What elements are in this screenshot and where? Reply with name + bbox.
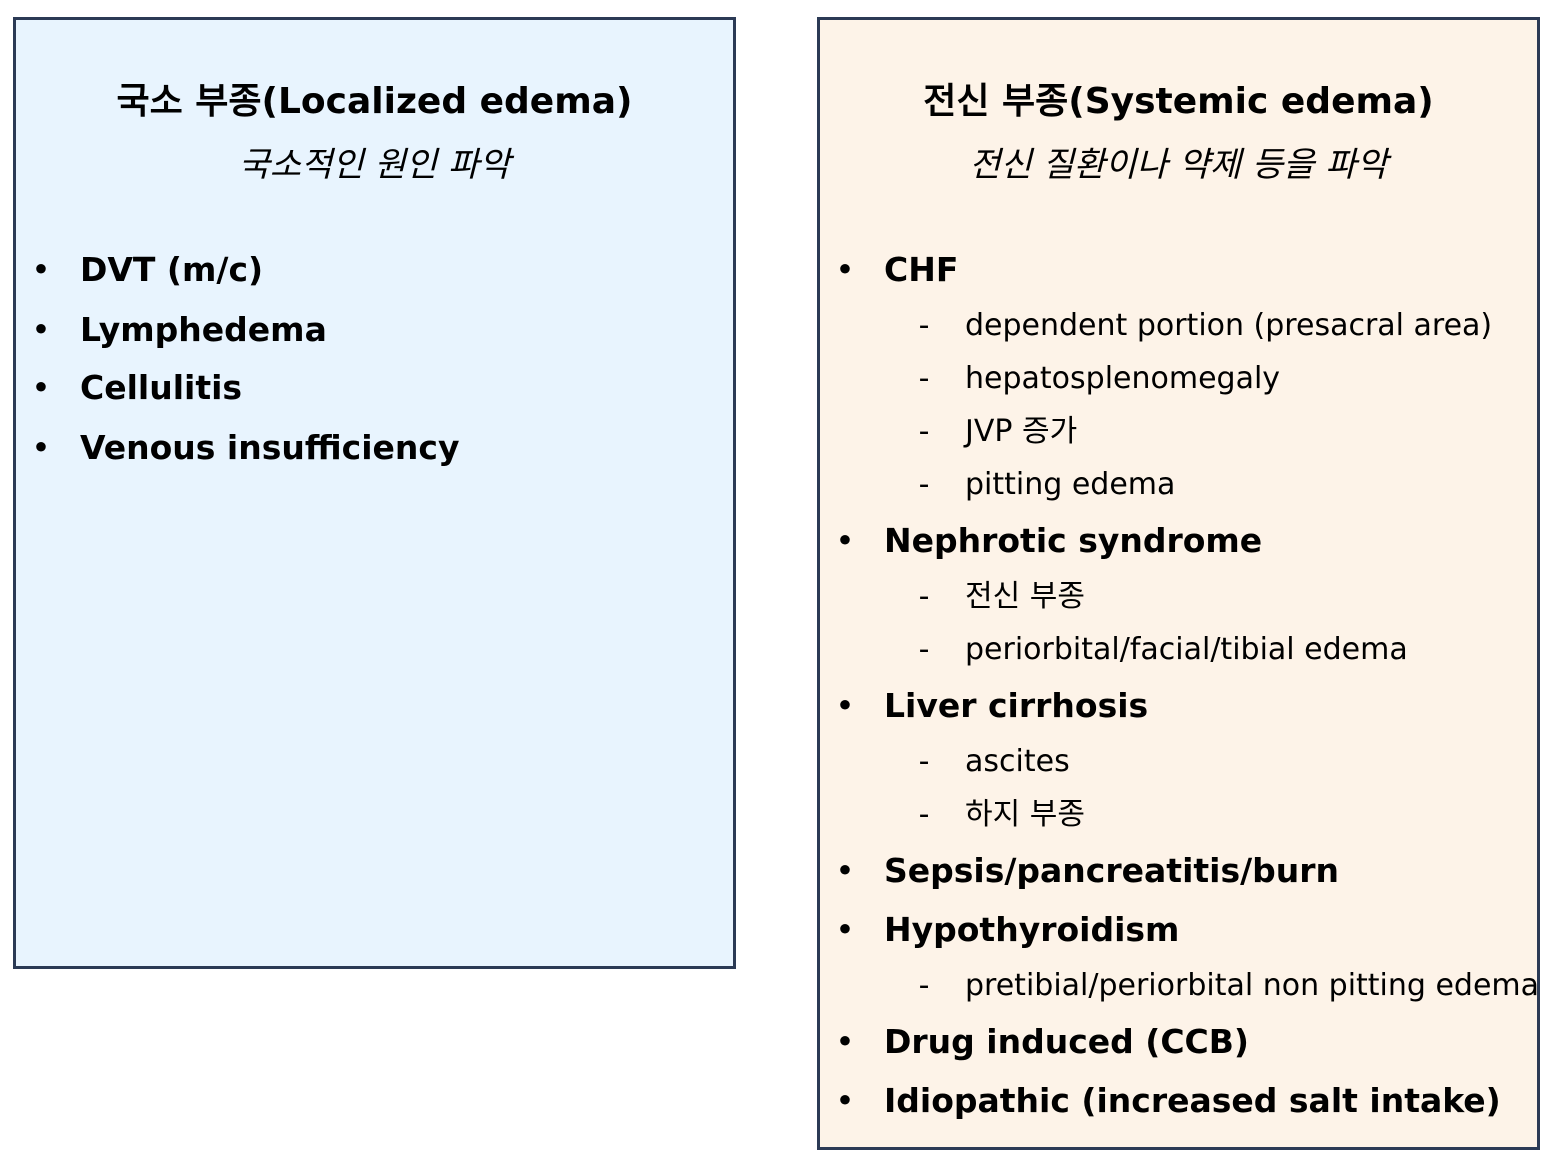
- systemic-edema-subtitle: 전신 질환이나 약제 등을 파악: [969, 145, 1388, 185]
- sub-list-item-label: pitting edema: [965, 467, 1176, 502]
- dash-icon: -: [918, 308, 930, 343]
- systemic-edema-title: 전신 부종(Systemic edema): [923, 81, 1434, 122]
- systemic-edema-panel: 전신 부종(Systemic edema) 전신 질환이나 약제 등을 파악 •…: [817, 17, 1540, 1150]
- bullet-icon: •: [835, 686, 855, 725]
- dash-icon: -: [918, 632, 930, 667]
- sub-list-item-label: pretibial/periorbital non pitting edema: [965, 968, 1540, 1003]
- sub-list-item-label: hepatosplenomegaly: [965, 361, 1281, 396]
- sub-list-item-label: dependent portion (presacral area): [965, 308, 1493, 343]
- sub-list-item-label: 하지 부종: [965, 797, 1085, 832]
- bullet-icon: •: [31, 250, 51, 289]
- list-item-label: Liver cirrhosis: [884, 686, 1149, 725]
- list-item-label: Idiopathic (increased salt intake): [884, 1081, 1501, 1120]
- dash-icon: -: [918, 968, 930, 1003]
- list-item-label: DVT (m/c): [80, 250, 264, 289]
- dash-icon: -: [918, 361, 930, 396]
- dash-icon: -: [918, 797, 930, 832]
- bullet-icon: •: [31, 368, 51, 407]
- list-item-label: Sepsis/pancreatitis/burn: [884, 851, 1340, 890]
- list-item-label: CHF: [884, 250, 959, 289]
- dash-icon: -: [918, 467, 930, 502]
- bullet-icon: •: [31, 428, 51, 467]
- sub-list-item-label: ascites: [965, 744, 1070, 779]
- list-item-label: Cellulitis: [80, 368, 243, 407]
- bullet-icon: •: [835, 1081, 855, 1120]
- localized-edema-title: 국소 부종(Localized edema): [116, 81, 633, 122]
- list-item-label: Lymphedema: [80, 310, 327, 349]
- sub-list-item-label: JVP 증가: [965, 414, 1078, 449]
- localized-edema-subtitle: 국소적인 원인 파악: [238, 145, 511, 185]
- dash-icon: -: [918, 579, 930, 614]
- bullet-icon: •: [835, 910, 855, 949]
- localized-edema-panel: 국소 부종(Localized edema) 국소적인 원인 파악 • DVT (…: [13, 17, 736, 969]
- list-item-label: Venous insufficiency: [80, 428, 460, 467]
- bullet-icon: •: [31, 310, 51, 349]
- dash-icon: -: [918, 414, 930, 449]
- list-item-label: Nephrotic syndrome: [884, 521, 1263, 560]
- sub-list-item-label: 전신 부종: [965, 579, 1085, 614]
- sub-list-item-label: periorbital/facial/tibial edema: [965, 632, 1408, 667]
- bullet-icon: •: [835, 521, 855, 560]
- bullet-icon: •: [835, 851, 855, 890]
- dash-icon: -: [918, 744, 930, 779]
- list-item-label: Hypothyroidism: [884, 910, 1180, 949]
- bullet-icon: •: [835, 1022, 855, 1061]
- bullet-icon: •: [835, 250, 855, 289]
- list-item-label: Drug induced (CCB): [884, 1022, 1249, 1061]
